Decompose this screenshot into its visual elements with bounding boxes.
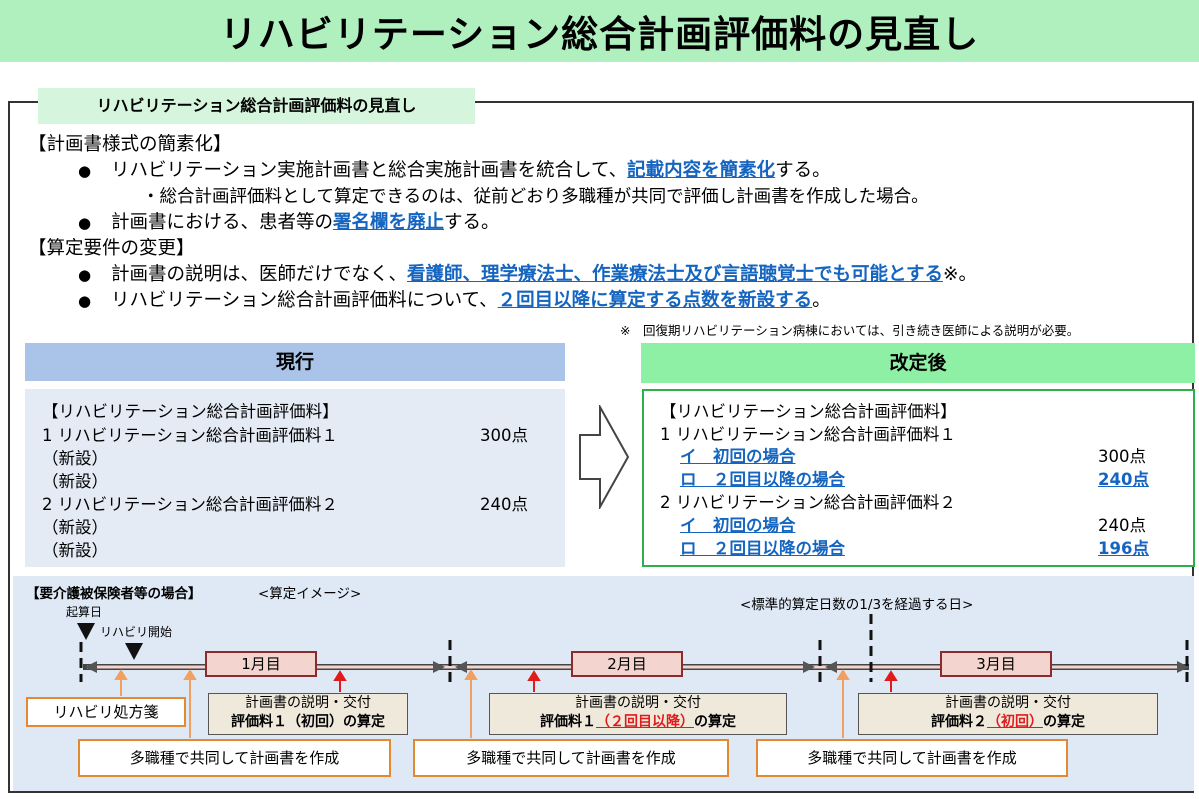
revised-item2-second-points: 196点	[1098, 539, 1149, 558]
revised-box	[642, 389, 1195, 567]
bullet-icon: ●	[78, 292, 92, 310]
current-item2-points: 240点	[480, 495, 528, 514]
bullet-item-1: ● リハビリテーション実施計画書と総合実施計画書を統合して、記載内容を簡素化する…	[78, 160, 831, 181]
timeline-heading: 【要介護被保険者等の場合】	[26, 586, 202, 602]
revised-item2: 2 リハビリテーション総合計画評価料２	[660, 493, 956, 512]
collab-box-3: 多職種で共同して計画書を作成	[756, 739, 1068, 777]
revised-item2-first: イ 初回の場合	[680, 516, 796, 535]
current-item2: 2 リハビリテーション総合計画評価料２	[42, 495, 338, 514]
timeline-image-label: <算定イメージ>	[258, 586, 362, 602]
current-item1-points: 300点	[480, 426, 528, 445]
month-2-label: 2月目	[571, 651, 683, 677]
bullet-item-4: ● リハビリテーション総合計画評価料について、２回目以降に算定する点数を新設する…	[78, 290, 831, 311]
revised-item1: 1 リハビリテーション総合計画評価料１	[660, 425, 956, 444]
bullet-icon: ●	[78, 162, 92, 180]
current-new-3: （新設）	[42, 518, 108, 537]
calc-box-1: 計画書の説明・交付 評価料１（初回）の算定	[208, 693, 408, 735]
page-title: リハビリテーション総合計画評価料の見直し	[219, 13, 980, 56]
collab-box-1: 多職種で共同して計画書を作成	[78, 739, 391, 777]
bullet-icon: ●	[78, 214, 92, 232]
collab-box-2: 多職種で共同して計画書を作成	[413, 739, 729, 777]
revised-item1-second: ロ ２回目以降の場合	[680, 470, 845, 489]
threshold-label: <標準的算定日数の1/3を経過する日>	[740, 597, 974, 613]
heading-simplification: 【計画書様式の簡素化】	[28, 134, 232, 155]
calc-box-2: 計画書の説明・交付 評価料１（２回目以降）の算定	[489, 693, 787, 735]
revised-header: 改定後	[641, 343, 1195, 383]
bullet-subnote: ・総合計画評価料として算定できるのは、従前どおり多職種が共同で評価し計画書を作成…	[142, 187, 929, 207]
bullet-item-3: ● 計画書の説明は、医師だけでなく、看護師、理学療法士、作業療法士及び言語聴覚士…	[78, 264, 977, 285]
start-date-label: 起算日	[66, 605, 103, 619]
revised-title: 【リハビリテーション総合計画評価料】	[660, 402, 957, 421]
bullet-item-2: ● 計画書における、患者等の署名欄を廃止する。	[78, 212, 500, 233]
right-arrow-icon	[579, 405, 630, 509]
current-item1: 1 リハビリテーション総合計画評価料１	[42, 426, 338, 445]
current-header: 現行	[25, 343, 565, 381]
current-new-4: （新設）	[42, 541, 108, 560]
current-new-1: （新設）	[42, 449, 108, 468]
month-1-label: 1月目	[205, 651, 317, 677]
prescription-box: リハビリ処方箋	[26, 697, 186, 727]
bullet-icon: ●	[78, 266, 92, 284]
current-new-2: （新設）	[42, 472, 108, 491]
footnote: ※ 回復期リハビリテーション病棟においては、引き続き医師による説明が必要。	[620, 323, 1080, 338]
rehab-start-marker-icon	[125, 643, 143, 660]
start-marker-icon	[77, 623, 95, 640]
month-3-label: 3月目	[940, 651, 1052, 677]
revised-item2-second: ロ ２回目以降の場合	[680, 539, 845, 558]
current-title: 【リハビリテーション総合計画評価料】	[42, 402, 339, 421]
current-box	[25, 389, 565, 567]
revised-item1-first-points: 300点	[1098, 447, 1146, 466]
revised-item1-second-points: 240点	[1098, 470, 1149, 489]
revised-item2-first-points: 240点	[1098, 516, 1146, 535]
calc-box-3: 計画書の説明・交付 評価料２（初回）の算定	[858, 693, 1158, 735]
revised-item1-first: イ 初回の場合	[680, 447, 796, 466]
title-banner	[0, 0, 1199, 62]
rehab-start-label: リハビリ開始	[100, 625, 173, 639]
heading-requirements: 【算定要件の変更】	[28, 238, 195, 259]
section-tab: リハビリテーション総合計画評価料の見直し	[38, 88, 475, 124]
